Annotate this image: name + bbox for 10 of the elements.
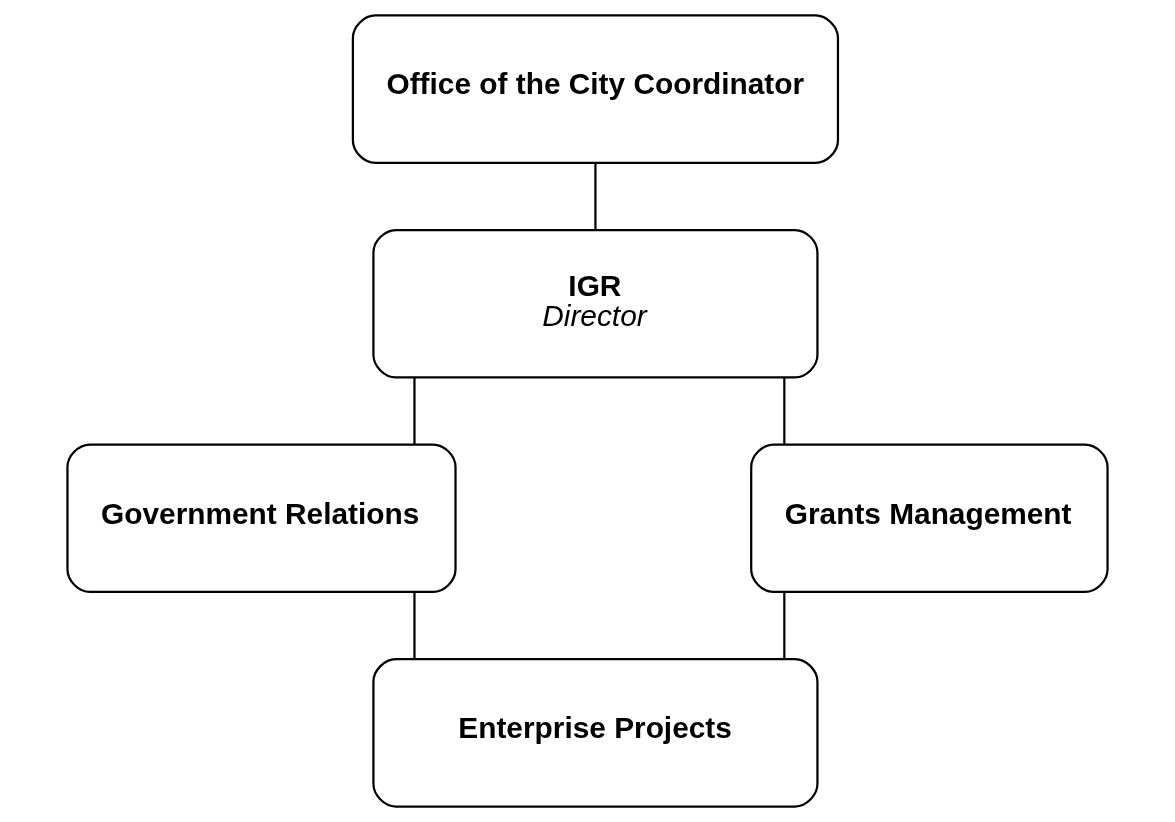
connector <box>783 592 786 659</box>
node-box: Government Relations <box>66 443 457 594</box>
connector <box>594 163 597 230</box>
connector <box>783 377 786 445</box>
node-box: Grants Management <box>750 443 1109 594</box>
connector <box>413 592 416 659</box>
node-box: Office of the City Coordinator <box>351 14 840 164</box>
node-box: IGR Director <box>372 228 819 379</box>
connector <box>413 377 416 445</box>
node-box: Enterprise Projects <box>372 658 819 808</box>
